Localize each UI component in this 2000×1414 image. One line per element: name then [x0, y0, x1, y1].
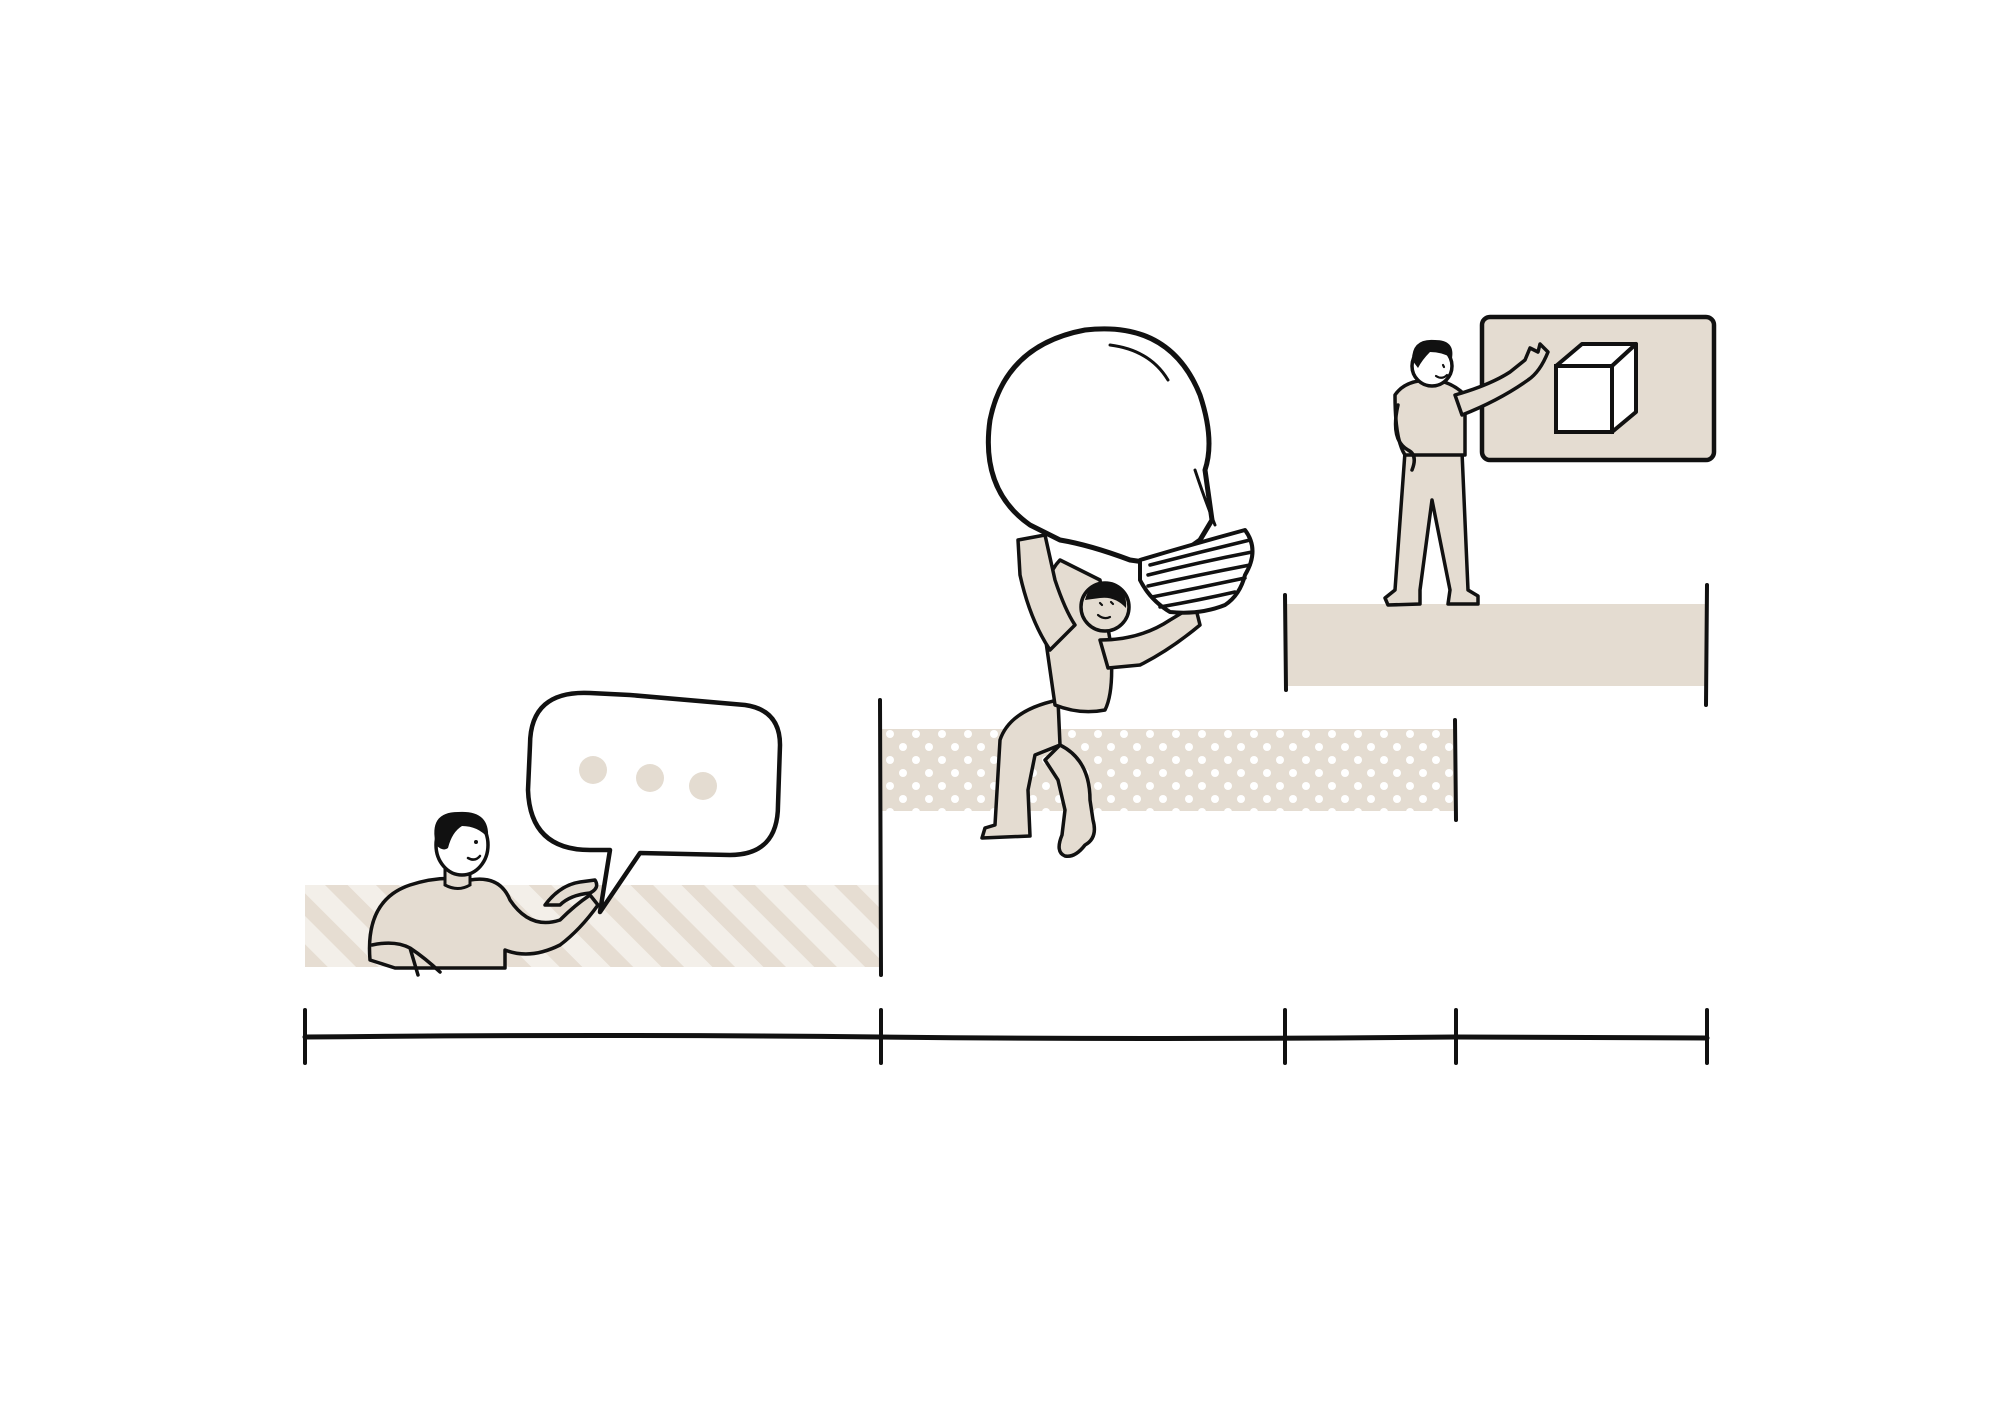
person-speaking-open-hand [543, 878, 599, 907]
cube-icon [1554, 342, 1638, 434]
light-bulb-thread [1146, 550, 1254, 577]
phase-3-bar [1285, 604, 1707, 686]
phase-2-bar [880, 729, 1455, 811]
person-carrying-bulb-leg [1043, 743, 1097, 859]
timeline-ticks [303, 1008, 1709, 1065]
person-presenting [1383, 339, 1550, 607]
speech-dot [636, 764, 664, 792]
person-presenting-pointing-arm [1453, 342, 1550, 417]
person-presenting-hair [1412, 339, 1453, 368]
light-bulb-base [1138, 528, 1255, 615]
person-carrying-bulb-hair [1085, 582, 1127, 608]
timeline-axis [302, 1033, 1710, 1041]
phase-boundary-line [878, 698, 883, 977]
person-speaking-hair [434, 811, 489, 850]
person-presenting-face [1434, 363, 1449, 379]
phase-boundary-line [1453, 718, 1458, 822]
cube-side-face [1610, 342, 1638, 434]
person-presenting-hip-arm [1393, 403, 1416, 472]
person-speaking [367, 811, 600, 977]
light-bulb-thread [1148, 538, 1252, 567]
speech-bubble-outline [525, 690, 783, 915]
person-speaking-mouth [466, 854, 482, 861]
light-bulb-thread [1146, 563, 1252, 588]
person-presenting-legs [1383, 450, 1480, 607]
light-bulb-thread [1158, 590, 1237, 609]
person-carrying-bulb-face [1096, 600, 1115, 620]
phase-boundary-line [1704, 583, 1709, 707]
person-speaking-body [367, 876, 600, 970]
person-carrying-bulb [980, 533, 1202, 859]
light-bulb-glass [985, 326, 1215, 568]
person-carrying-bulb-leg [980, 698, 1062, 840]
speech-dot [579, 756, 607, 784]
light-bulb-glass-edge [1193, 468, 1217, 527]
light-bulb-highlight [1108, 343, 1170, 382]
cube-front-face [1554, 364, 1614, 434]
phase-boundary-line [1283, 593, 1288, 692]
person-speaking-hand [370, 941, 442, 977]
speech-dot [689, 772, 717, 800]
person-speaking-eye [474, 840, 478, 844]
person-presenting-torso [1393, 378, 1467, 457]
light-bulb-thread [1150, 576, 1247, 599]
person-carrying-bulb-arm [1016, 533, 1077, 652]
speech-bubble-icon [525, 690, 783, 915]
light-bulb-icon [985, 326, 1255, 615]
person-carrying-bulb-arm [1098, 603, 1202, 670]
